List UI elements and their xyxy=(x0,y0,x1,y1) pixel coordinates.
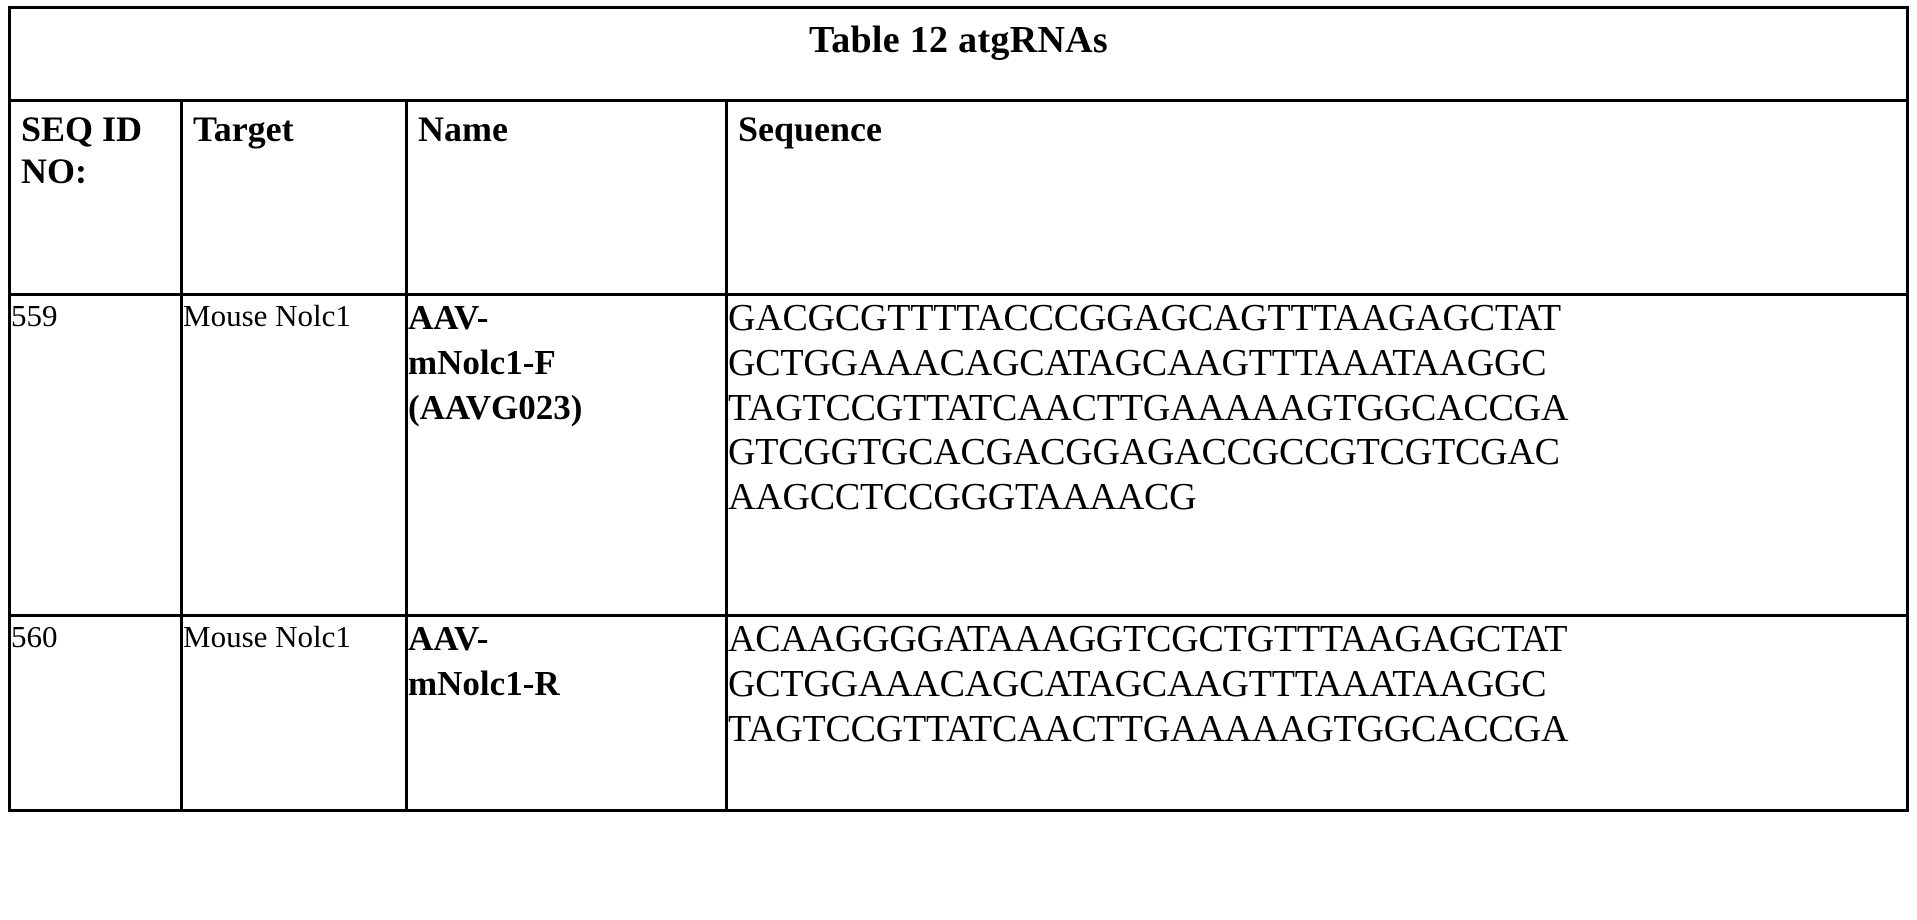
cell-seq-id: 559 xyxy=(8,293,183,617)
cell-name: AAV-mNolc1-F (AAVG023) xyxy=(405,293,728,617)
text-line: ACAAGGGGATAAAGGTCGCTGTTTAAGAGCTAT xyxy=(728,618,1568,660)
column-header-name-label: Name xyxy=(418,109,508,149)
column-header-target-label: Target xyxy=(193,109,294,149)
text-line: GTCGGTGCACGACGGAGACCGCCGTCGTCGAC xyxy=(728,431,1560,474)
target-value: Mouse Nolc1 xyxy=(183,619,351,654)
table-header-row: SEQ ID NO: Target Name Sequence xyxy=(8,99,1910,296)
text-line: AAV- xyxy=(408,298,489,337)
name-value: AAV-mNolc1-R xyxy=(408,617,725,707)
text-line: TAGTCCGTTATCAACTTGAAAAAGTGGCACCGA xyxy=(728,386,1569,429)
text-line: AAGCCTCCGGGTAAAACG xyxy=(728,476,1197,519)
text-line: GCTGGAAACAGCATAGCAAGTTTAAATAAGGC xyxy=(728,341,1547,384)
seq-id-value: 560 xyxy=(11,619,58,654)
table-title-cell: Table 12 atgRNAs xyxy=(7,6,1910,102)
cell-name: AAV-mNolc1-R xyxy=(405,614,728,812)
seq-id-value: 559 xyxy=(11,298,58,333)
cell-target: Mouse Nolc1 xyxy=(180,614,408,812)
table-title-row: Table 12 atgRNAs xyxy=(7,6,1910,102)
text-line: GCTGGAAACAGCATAGCAAGTTTAAATAAGGC xyxy=(728,662,1547,705)
column-header-sequence: Sequence xyxy=(724,99,1910,296)
column-header-name: Name xyxy=(405,99,728,296)
column-header-sequence-label: Sequence xyxy=(738,109,882,149)
column-header-seq-id: SEQ ID NO: xyxy=(8,99,183,296)
column-header-seq-id-label: SEQ ID NO: xyxy=(21,109,143,192)
text-line: mNolc1-F xyxy=(408,342,556,382)
page-title: Table 12 atgRNAs xyxy=(809,19,1109,61)
text-line: mNolc1-R xyxy=(408,663,560,703)
table-row: 559 Mouse Nolc1 AAV-mNolc1-F (AAVG023) GA… xyxy=(8,293,1910,617)
atgrna-table: Table 12 atgRNAs SEQ ID NO: Target Name … xyxy=(7,6,1910,812)
cell-seq-id: 560 xyxy=(8,614,183,812)
table-row: 560 Mouse Nolc1 AAV-mNolc1-R ACAAGGGGATA… xyxy=(8,614,1910,812)
name-value: AAV-mNolc1-F (AAVG023) xyxy=(408,296,725,430)
column-header-target: Target xyxy=(180,99,408,296)
cell-target: Mouse Nolc1 xyxy=(180,293,408,617)
text-line: GACGCGTTTTACCCGGAGCAGTTTAAGAGCTAT xyxy=(728,297,1561,339)
text-line: TAGTCCGTTATCAACTTGAAAAAGTGGCACCGA xyxy=(728,707,1569,750)
target-value: Mouse Nolc1 xyxy=(183,298,351,333)
text-line: AAV- xyxy=(408,619,489,658)
text-line: (AAVG023) xyxy=(408,387,583,427)
